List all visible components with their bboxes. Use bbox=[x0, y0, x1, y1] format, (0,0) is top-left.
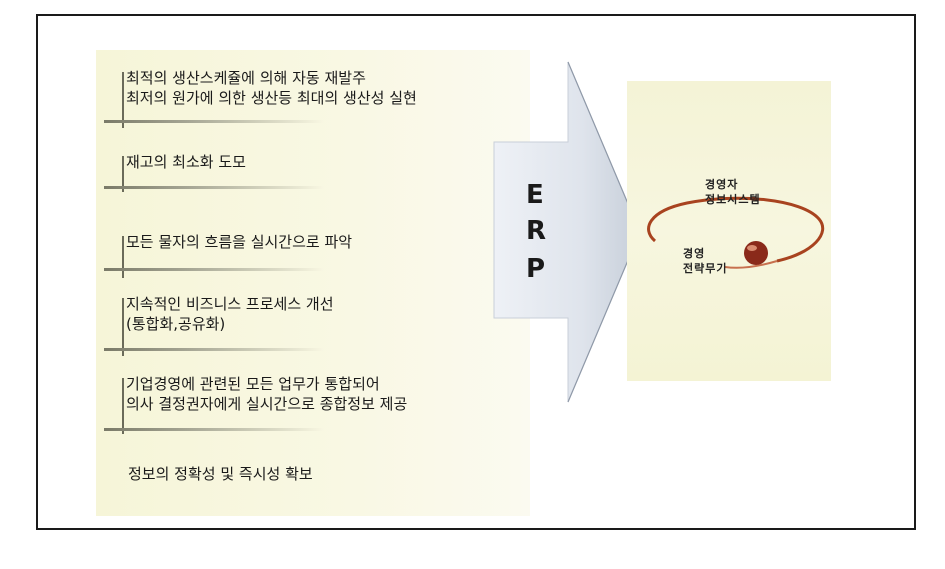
benefit-line: 모든 물자의 흐름을 실시간으로 파악 bbox=[126, 233, 353, 251]
benefit-tick bbox=[122, 72, 124, 128]
benefit-underline bbox=[104, 428, 324, 431]
top-label-line: 정보시스템 bbox=[705, 193, 761, 206]
benefit-tick bbox=[122, 378, 124, 434]
benefit-tick bbox=[122, 156, 124, 192]
benefit-line: (통합화,공유화) bbox=[126, 315, 226, 333]
erp-letter-e: E bbox=[526, 180, 544, 210]
orbit-ball bbox=[744, 241, 768, 265]
top-label-line: 경영자 bbox=[705, 178, 739, 191]
benefits-panel: 최적의 생산스케쥴에 의해 자동 재발주 최저의 원가에 의한 생산등 최대의 … bbox=[96, 50, 530, 516]
benefit-underline bbox=[104, 120, 324, 123]
erp-arrow bbox=[493, 61, 641, 403]
bottom-label-line: 전략무기 bbox=[683, 262, 728, 275]
erp-arrow-shape bbox=[493, 61, 641, 403]
orbit-ring bbox=[647, 196, 825, 263]
bottom-label: 경영 전략무기 bbox=[683, 246, 727, 276]
orbit-graphic bbox=[647, 196, 825, 269]
benefit-underline bbox=[104, 268, 324, 271]
benefit-tick bbox=[122, 298, 124, 356]
benefit-line: 지속적인 비즈니스 프로세스 개선 bbox=[126, 295, 334, 313]
orbit-ball-highlight bbox=[747, 245, 757, 251]
top-label: 경영자 정보시스템 bbox=[705, 177, 761, 207]
result-panel: 경영자 정보시스템 경영 전략무기 bbox=[627, 81, 831, 381]
benefit-line: 최적의 생산스케쥴에 의해 자동 재발주 bbox=[126, 69, 366, 87]
benefit-line: 기업경영에 관련된 모든 업무가 통합되어 bbox=[126, 375, 380, 393]
benefit-line: 재고의 최소화 도모 bbox=[126, 153, 246, 171]
benefit-underline bbox=[104, 348, 324, 351]
benefit-line: 정보의 정확성 및 즉시성 확보 bbox=[128, 465, 313, 483]
benefit-line: 의사 결정권자에게 실시간으로 종합정보 제공 bbox=[126, 395, 408, 413]
erp-letter-r: R bbox=[526, 216, 547, 246]
benefit-line: 최저의 원가에 의한 생산등 최대의 생산성 실현 bbox=[126, 89, 417, 107]
erp-letter-p: P bbox=[526, 254, 546, 284]
bottom-label-line: 경영 bbox=[683, 247, 706, 260]
benefit-tick bbox=[122, 236, 124, 278]
benefit-underline bbox=[104, 186, 324, 189]
orbit-ring-back bbox=[724, 260, 778, 269]
